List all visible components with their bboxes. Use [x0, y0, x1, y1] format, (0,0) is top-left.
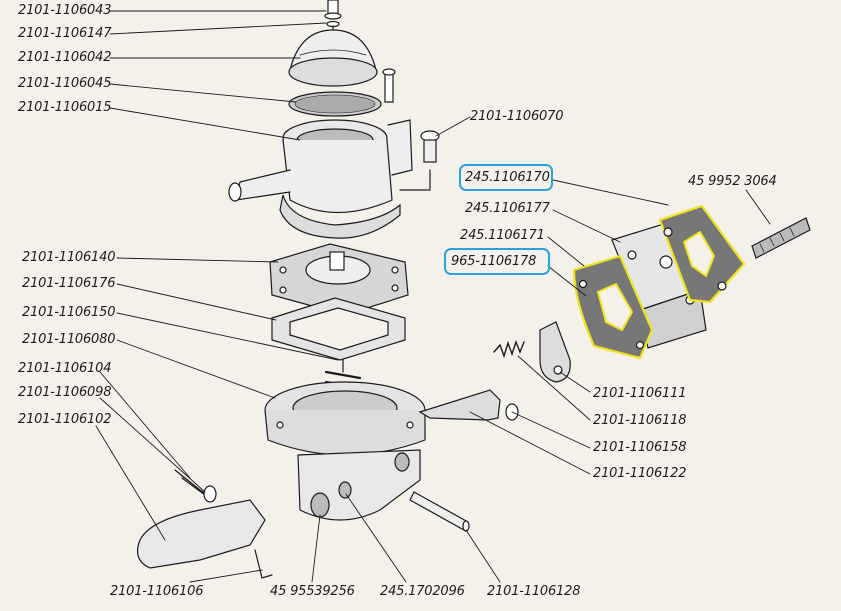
screw-1106070-part [399, 130, 440, 191]
label-2101-1106118: 2101-1106118 [593, 413, 687, 428]
lever-part [418, 389, 519, 421]
diaphragm-part [269, 243, 409, 316]
small-spring-part [493, 339, 525, 359]
label-2101-1106070: 2101-1106070 [470, 109, 564, 124]
label-2101-1106104: 2101-1106104 [18, 361, 112, 376]
label-245-1106177: 245.1106177 [465, 201, 550, 216]
label-2101-1106098: 2101-1106098 [18, 385, 112, 400]
front-gasket-part [572, 254, 654, 360]
label-2101-1106042: 2101-1106042 [18, 50, 112, 65]
gasket-part [271, 297, 406, 361]
label-965-1106178: 965-1106178 [451, 254, 537, 269]
label-2101-1106122: 2101-1106122 [593, 466, 687, 481]
cam-part [539, 321, 571, 383]
label-245-1106171: 245.1106171 [460, 228, 545, 243]
top-bolt-part [324, 0, 342, 37]
lower-body-flange [264, 381, 426, 456]
label-2101-1106015: 2101-1106015 [18, 100, 112, 115]
label-2101-1106158: 2101-1106158 [593, 440, 687, 455]
highlight-box-965-1106178 [444, 248, 550, 275]
label-245-1106170: 245.1106170 [465, 170, 550, 185]
label-2101-1106102: 2101-1106102 [18, 412, 112, 427]
label-2101-1106080: 2101-1106080 [22, 332, 116, 347]
label-2101-1106045: 2101-1106045 [18, 76, 112, 91]
side-screw-part [382, 68, 396, 103]
lower-housing-part [297, 449, 421, 521]
upper-pump-body [228, 119, 413, 239]
label-2101-1106147: 2101-1106147 [18, 26, 112, 41]
label-2101-1106140: 2101-1106140 [22, 250, 116, 265]
pin-part [409, 491, 470, 532]
label-2101-1106128: 2101-1106128 [487, 584, 581, 599]
stud-part [751, 217, 811, 259]
filter-mesh-part [288, 91, 382, 117]
highlight-box-245-1106170 [459, 164, 553, 191]
label-2101-1106111: 2101-1106111 [593, 386, 687, 401]
label-245-1702096: 245.1702096 [380, 584, 465, 599]
label-2101-1106176: 2101-1106176 [22, 276, 116, 291]
label-2101-1106150: 2101-1106150 [22, 305, 116, 320]
label-2101-1106106: 2101-1106106 [110, 584, 204, 599]
dome-cover-part [288, 29, 378, 87]
rear-gasket-part [658, 204, 746, 304]
primer-lever-part [137, 469, 273, 579]
label-45-95539256: 45 95539256 [270, 584, 355, 599]
label-45-9952-3064: 45 9952 3064 [688, 174, 777, 189]
label-2101-1106043: 2101-1106043 [18, 3, 112, 18]
leader-lines [95, 10, 771, 583]
